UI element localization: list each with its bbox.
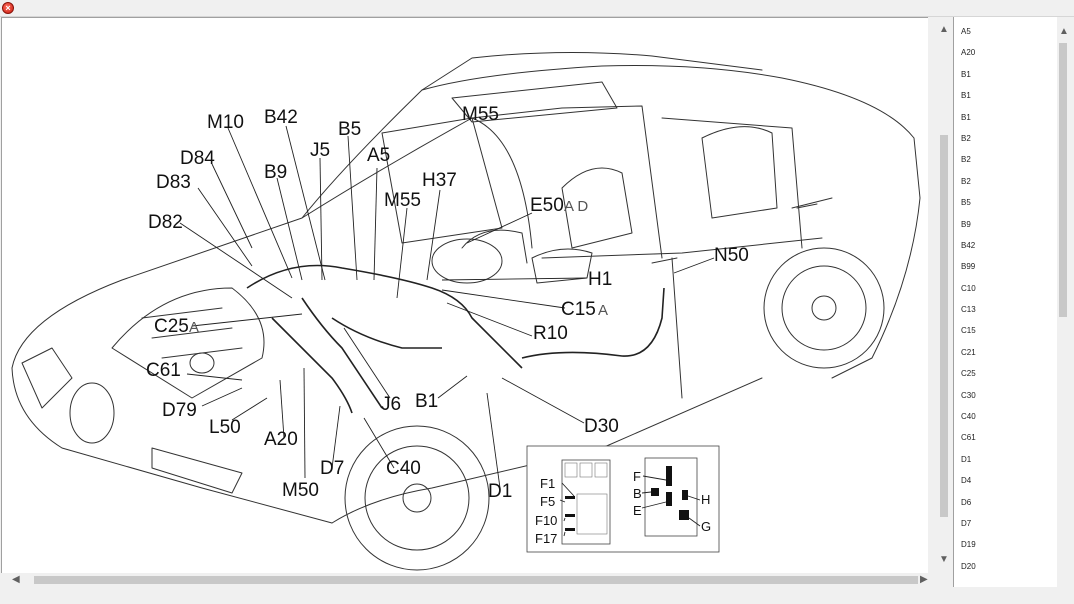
label-m55-top: M55 <box>462 104 499 125</box>
component-list-item[interactable]: B1 <box>961 91 971 101</box>
label-f17: F17 <box>535 531 557 546</box>
label-relay-b: B <box>633 486 642 501</box>
component-list-item[interactable]: D20 <box>961 561 976 571</box>
scroll-right-icon[interactable]: ▶ <box>920 574 928 585</box>
component-list-item[interactable]: C15 <box>961 326 976 336</box>
diagram-vertical-scroll-thumb[interactable] <box>940 135 948 517</box>
label-b1: B1 <box>415 391 438 412</box>
component-list-item[interactable]: B5 <box>961 198 971 208</box>
label-d30: D30 <box>584 416 619 437</box>
component-list-item[interactable]: C21 <box>961 347 976 357</box>
label-m50: M50 <box>282 480 319 501</box>
label-c61: C61 <box>146 360 181 381</box>
label-c40: C40 <box>386 458 421 479</box>
label-f10: F10 <box>535 513 557 528</box>
close-icon[interactable]: × <box>2 2 14 14</box>
label-j6: J6 <box>381 394 401 415</box>
label-relay-e: E <box>633 503 642 518</box>
component-list-item[interactable]: A20 <box>961 48 976 58</box>
label-d1: D1 <box>488 481 512 502</box>
status-bar <box>0 587 1074 604</box>
component-list-scrollbar[interactable]: ▲ <box>1057 17 1071 587</box>
component-list-item[interactable]: B2 <box>961 155 971 165</box>
label-relay-g: G <box>701 519 711 534</box>
component-list-item[interactable]: C13 <box>961 305 976 315</box>
label-b42: B42 <box>264 107 298 128</box>
label-b5: B5 <box>338 119 361 140</box>
component-list-item[interactable]: B9 <box>961 219 971 229</box>
label-d84: D84 <box>180 148 215 169</box>
label-relay-h: H <box>701 492 710 507</box>
component-list-item[interactable]: C25 <box>961 369 976 379</box>
component-list-item[interactable]: D19 <box>961 540 976 550</box>
label-j5: J5 <box>310 140 330 161</box>
component-list-item[interactable]: B99 <box>961 262 976 272</box>
label-h1: H1 <box>588 269 612 290</box>
component-list-item[interactable]: B1 <box>961 112 971 122</box>
component-list-item[interactable]: D7 <box>961 518 972 528</box>
component-list-item[interactable]: C30 <box>961 390 976 400</box>
scroll-left-icon[interactable]: ◀ <box>12 574 20 585</box>
component-list-item[interactable]: B42 <box>961 240 976 250</box>
label-d79: D79 <box>162 400 197 421</box>
label-b9: B9 <box>264 162 287 183</box>
component-list-item[interactable]: C61 <box>961 433 976 443</box>
label-a20: A20 <box>264 429 298 450</box>
label-h37: H37 <box>422 170 457 191</box>
label-c25-sub: A <box>189 319 199 336</box>
component-list-item[interactable]: C40 <box>961 412 976 422</box>
scroll-down-icon[interactable]: ▼ <box>939 554 949 565</box>
component-list-item[interactable]: D6 <box>961 497 972 507</box>
label-r10: R10 <box>533 323 568 344</box>
component-list-item[interactable]: C10 <box>961 283 976 293</box>
label-e50: E50 <box>530 195 564 216</box>
diagram-horizontal-scrollbar[interactable]: ◀ ▶ <box>0 573 934 587</box>
diagram-vertical-scrollbar[interactable]: ▲ ▼ <box>934 17 952 573</box>
component-list-item[interactable]: B2 <box>961 176 971 186</box>
label-relay-f: F <box>633 469 641 484</box>
component-list-scroll-thumb[interactable] <box>1059 43 1067 317</box>
component-list-item[interactable]: B1 <box>961 69 971 79</box>
wiring-diagram: M10 B42 B5 M55 J5 A5 D84 B9 H37 D83 M55 … <box>11 51 921 571</box>
label-c15: C15 <box>561 299 596 320</box>
label-d7: D7 <box>320 458 344 479</box>
component-list-item[interactable]: B2 <box>961 133 971 143</box>
label-e50-sub: A D <box>564 198 588 215</box>
label-d82: D82 <box>148 212 183 233</box>
label-m55-mid: M55 <box>384 190 421 211</box>
component-list-item[interactable]: D1 <box>961 454 972 464</box>
scroll-up-icon[interactable]: ▲ <box>939 24 949 35</box>
label-d83: D83 <box>156 172 191 193</box>
label-c15-sub: A <box>598 302 608 319</box>
title-bar: × <box>0 0 1074 17</box>
component-list-item[interactable]: A5 <box>961 27 971 36</box>
diagram-horizontal-scroll-thumb[interactable] <box>34 576 918 584</box>
label-c25: C25 <box>154 316 189 337</box>
label-f5: F5 <box>540 494 555 509</box>
label-a5: A5 <box>367 145 390 166</box>
list-scroll-up-icon[interactable]: ▲ <box>1059 26 1069 37</box>
diagram-viewer[interactable]: M10 B42 B5 M55 J5 A5 D84 B9 H37 D83 M55 … <box>1 17 928 574</box>
component-list-item[interactable]: D4 <box>961 476 972 486</box>
label-l50: L50 <box>209 417 241 438</box>
label-n50: N50 <box>714 245 749 266</box>
label-m10: M10 <box>207 112 244 133</box>
label-f1: F1 <box>540 476 555 491</box>
